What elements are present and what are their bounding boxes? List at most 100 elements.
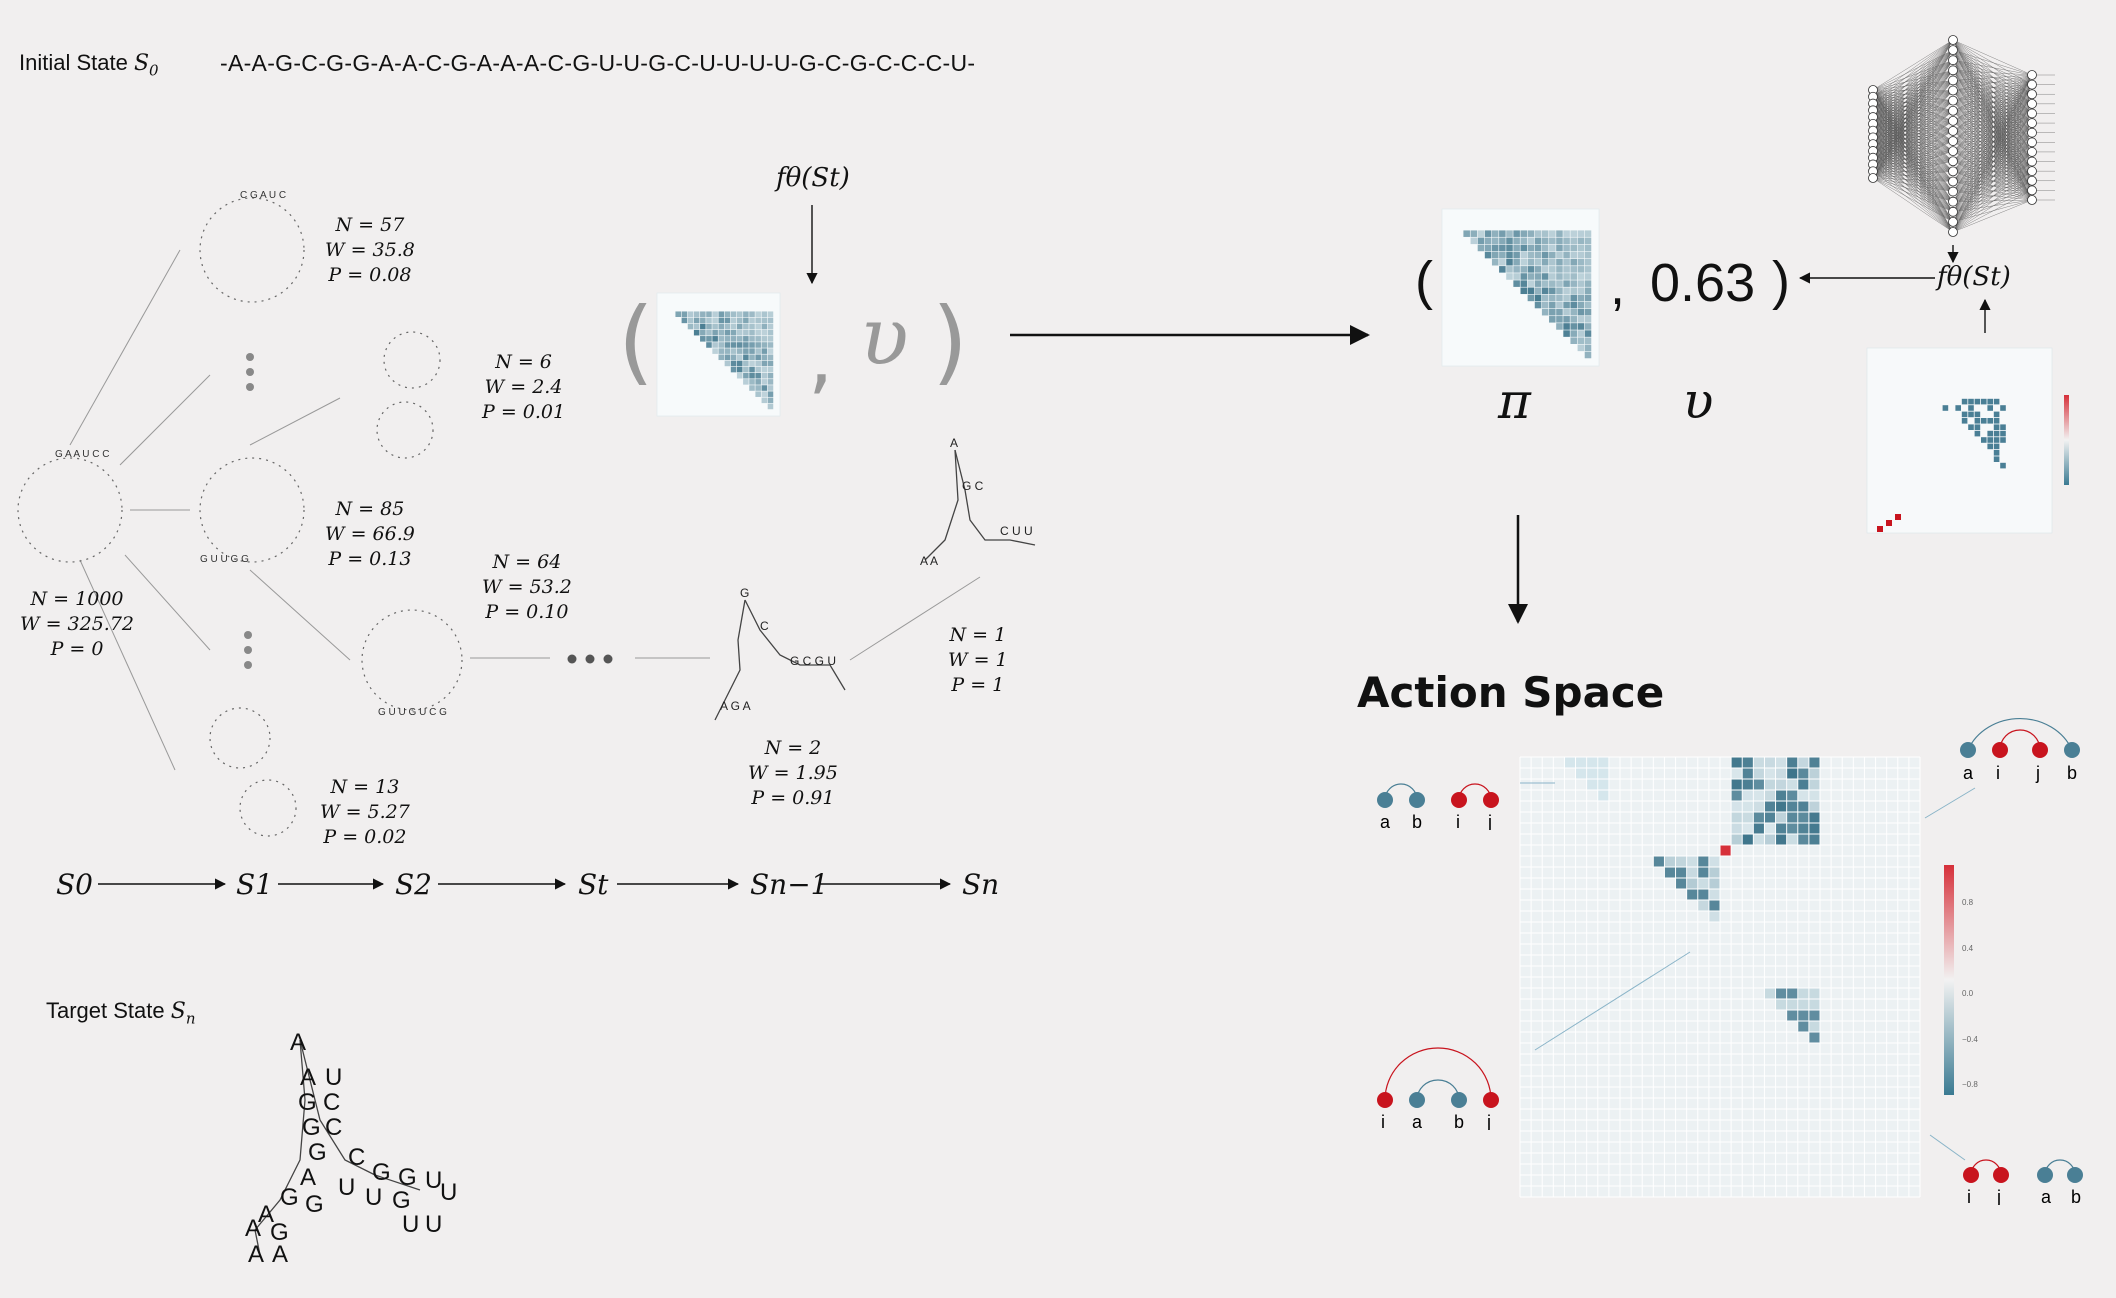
svg-text:b: b xyxy=(1454,1112,1464,1130)
nn-edge xyxy=(1872,120,1954,165)
nn-edge xyxy=(1952,84,2033,142)
matrix-cell xyxy=(1764,988,1776,999)
nn-edge xyxy=(1952,70,2033,85)
matrix-cell xyxy=(1798,812,1809,823)
heatmap-cell xyxy=(736,372,743,379)
nn-edge xyxy=(1952,180,2033,223)
nn-edge xyxy=(1872,171,1954,202)
matrix-cell xyxy=(1798,1021,1809,1032)
heatmap-cell xyxy=(712,342,718,348)
nn-edge xyxy=(1952,74,2033,212)
nn-edge xyxy=(1952,110,2033,181)
matrix-cell xyxy=(1798,999,1809,1010)
svg-text:U: U xyxy=(338,1174,355,1201)
heatmap-cell xyxy=(736,354,743,361)
nn-edge xyxy=(1952,84,2033,233)
nn-node xyxy=(2027,98,2037,109)
nn-edge xyxy=(1872,177,1954,233)
heatmap-cell xyxy=(1513,251,1520,259)
heatmap-cell xyxy=(736,360,743,367)
matrix-cell xyxy=(1776,768,1787,779)
nn-edge xyxy=(1952,74,2033,182)
nn-edge xyxy=(1952,74,2033,121)
heatmap-cell xyxy=(761,360,768,367)
nn-edge xyxy=(1952,113,2033,122)
nn-edge xyxy=(1952,161,2033,172)
heatmap-cell xyxy=(755,360,761,367)
heatmap-cell xyxy=(724,354,731,361)
nn-edge xyxy=(1952,140,2033,181)
heatmap-cell xyxy=(1520,273,1528,280)
policy-tuple-comma: , xyxy=(808,310,834,403)
nn-node xyxy=(1948,146,1958,157)
nn-edge xyxy=(1872,164,1954,192)
nn-edge xyxy=(1872,90,1954,179)
heatmap-cell xyxy=(706,342,712,348)
heatmap-cell xyxy=(749,366,755,373)
heatmap-cell xyxy=(724,317,731,324)
heatmap-cell xyxy=(1570,308,1577,316)
matrix-cell xyxy=(1587,768,1598,779)
nn-edge xyxy=(1952,161,2033,172)
nn-edge xyxy=(1952,94,2033,233)
nn-edge xyxy=(1952,110,2033,172)
nn-edge xyxy=(1872,39,1954,124)
heatmap-cell xyxy=(1549,316,1556,323)
nn-edge xyxy=(1952,70,2033,76)
nn-node xyxy=(2027,127,2037,138)
nn-edge xyxy=(1952,39,2033,95)
matrix-cell xyxy=(1742,812,1753,823)
heatmap-cell xyxy=(755,354,761,361)
matrix-cell xyxy=(1731,834,1742,845)
heatmap-cell xyxy=(1563,280,1570,287)
heatmap-cell xyxy=(724,329,731,336)
nn-node xyxy=(1948,115,1958,126)
heatmap-cell xyxy=(767,311,774,317)
nn-edge xyxy=(1952,70,2033,133)
small-colorbar xyxy=(2064,395,2069,485)
contact-cell xyxy=(2000,437,2006,443)
nn-edge xyxy=(1952,84,2033,122)
heatmap-cell xyxy=(1570,323,1577,330)
nn-edge xyxy=(1952,130,2033,172)
nn-node xyxy=(2027,137,2037,148)
svg-text:G: G xyxy=(372,1159,391,1186)
contact-cell xyxy=(1987,443,1993,450)
nn-edge xyxy=(1952,80,2033,114)
matrix-cell xyxy=(1687,856,1698,867)
nn-edge xyxy=(1872,140,1954,165)
contact-cell xyxy=(1955,405,1961,411)
heatmap-cell xyxy=(1499,251,1506,259)
heatmap-cell xyxy=(755,336,761,342)
nn-edge xyxy=(1952,94,2033,142)
heatmap-cell xyxy=(1570,280,1577,287)
pair-icon-aijb: a i j b xyxy=(1960,717,2080,783)
heatmap-cell xyxy=(1577,323,1585,330)
nn-edge xyxy=(1952,130,2033,133)
svg-text:U: U xyxy=(425,1211,442,1238)
svg-text:A: A xyxy=(248,1241,264,1268)
pair-icon-ab-ij: a b i j xyxy=(1377,783,1499,830)
nn-edge xyxy=(1952,110,2033,153)
heatmap-cell xyxy=(730,354,737,361)
heatmap-cell xyxy=(730,311,737,317)
nn-edge xyxy=(1952,100,2033,105)
heatmap-cell xyxy=(743,379,749,385)
heatmap-cell xyxy=(1570,251,1577,259)
heatmap-cell xyxy=(718,329,725,336)
heatmap-cell xyxy=(1570,258,1577,266)
heatmap-cell xyxy=(1499,230,1506,237)
nn-edge xyxy=(1872,80,1954,165)
svg-text:G: G xyxy=(740,586,749,600)
nn-edge xyxy=(1872,39,1954,118)
svg-text:b: b xyxy=(1412,812,1422,830)
contact-cell xyxy=(1968,405,1974,411)
matrix-cell xyxy=(1731,801,1742,812)
pair-icon-ij-ab: i j a b xyxy=(1963,1159,2083,1205)
matrix-cell xyxy=(1787,823,1798,834)
heatmap-cell xyxy=(1527,280,1535,287)
nn-edge xyxy=(1952,84,2033,111)
nn-edge xyxy=(1952,180,2033,233)
matrix-cell xyxy=(1698,889,1709,900)
nn-edge xyxy=(1952,132,2033,172)
